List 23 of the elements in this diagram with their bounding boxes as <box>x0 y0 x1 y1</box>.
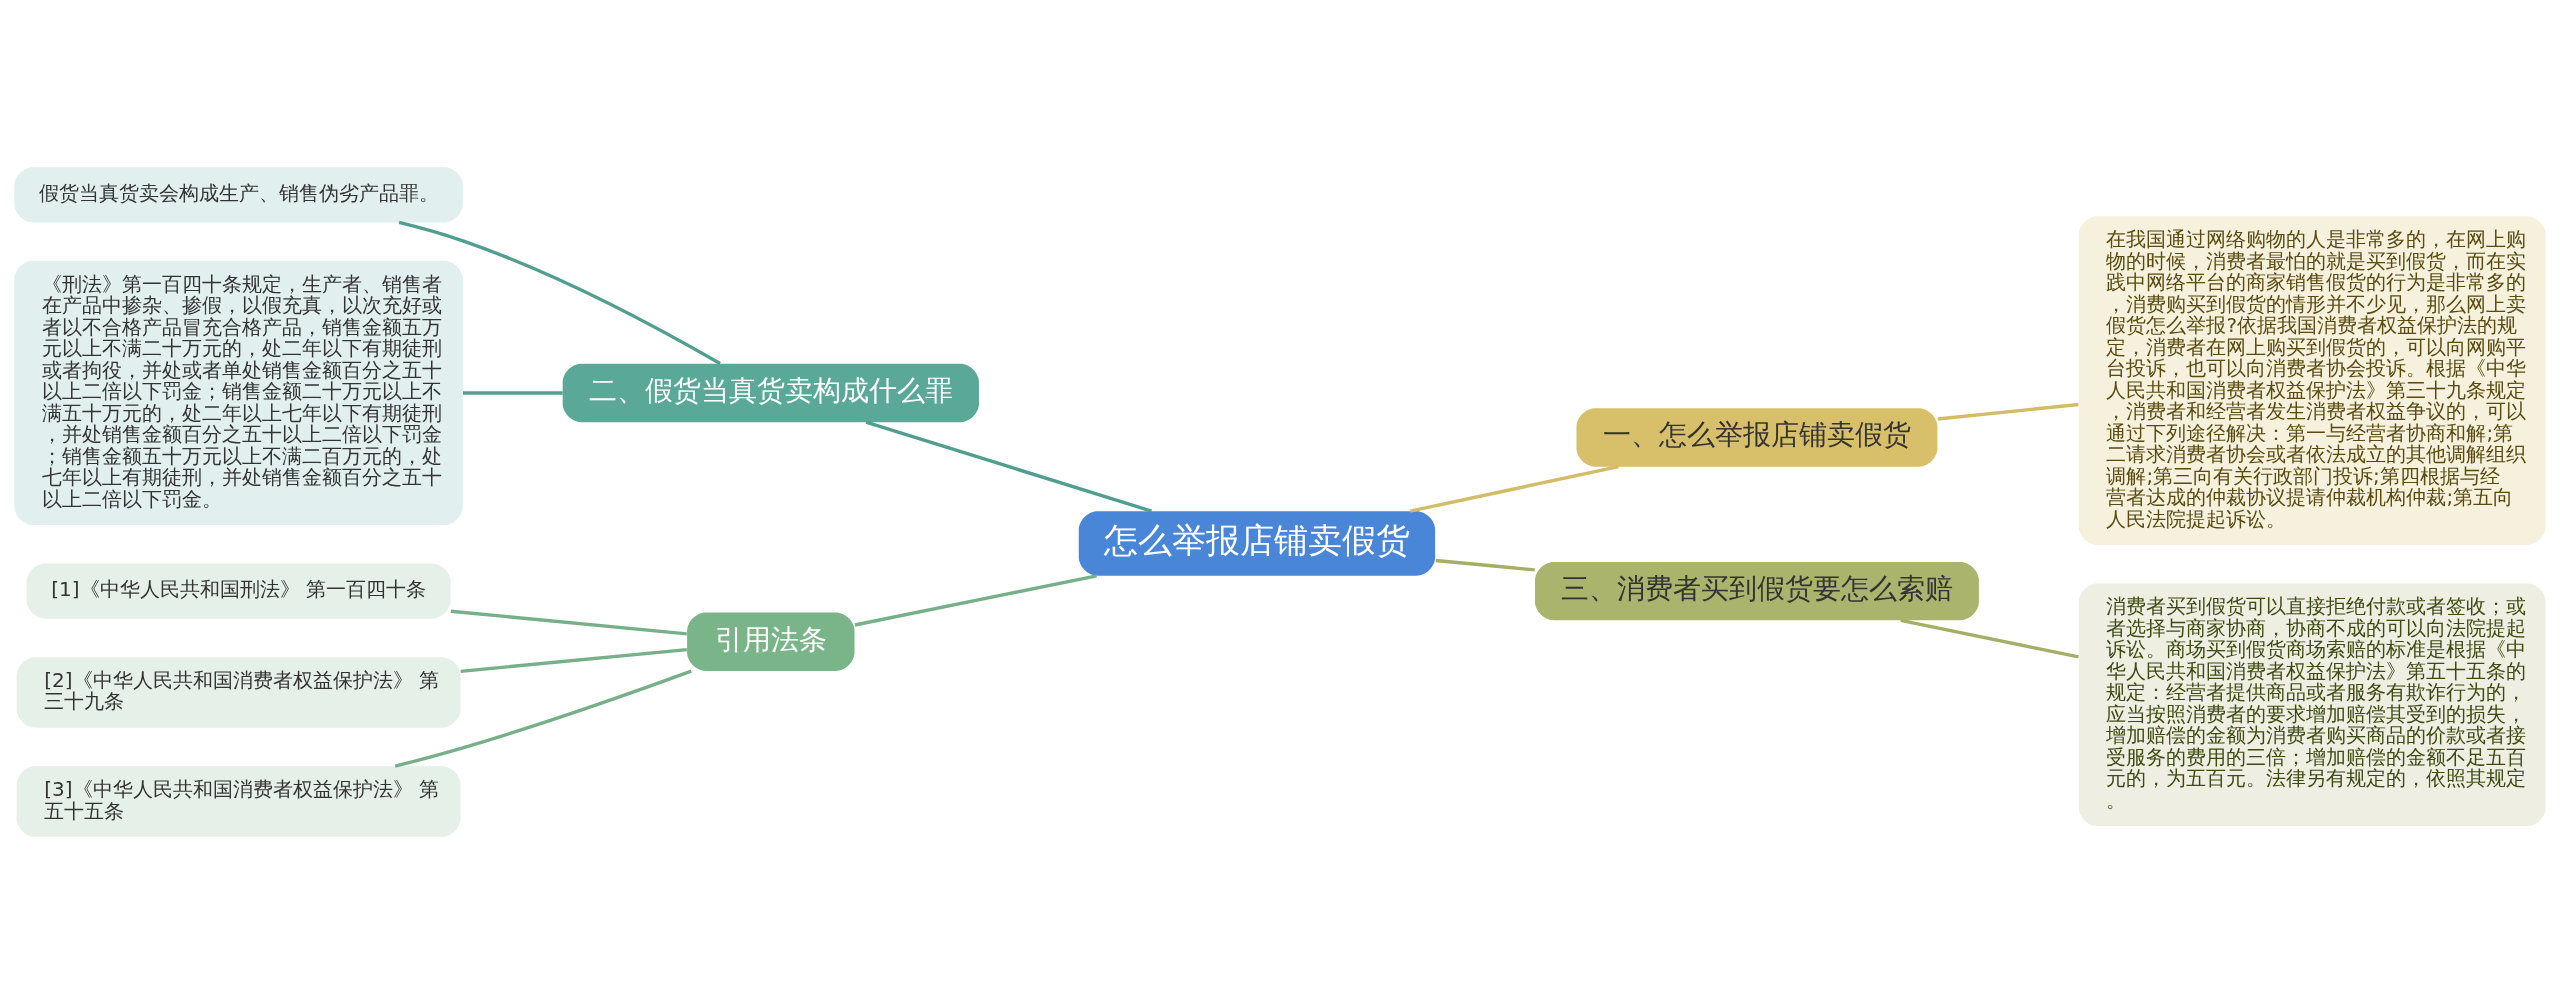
node-box: 消费者买到假货可以直接拒绝付款或者签收；或者选择与商家协商，协商不成的可以向法院提起诉讼。商场买到假货商场索赔的标准是根据《中华人民共和国消费者权益保护法》第五十五条的规定：经营者提供商品或者服务有欺诈行为的，应当按照消费者的要求增加赔偿其受到的损失，增加赔偿的金额为消费者购买商品的价款或者接受服务的费用的三倍；增加赔偿的金额不足五百元的，为五百元。法律另有规定的，依照其规定。 <box>2078 583 2546 827</box>
connector <box>1435 558 1535 572</box>
node-box: 假货当真货卖会构成生产、销售伪劣产品罪。 <box>14 167 463 223</box>
connector <box>1937 402 2079 421</box>
connector <box>854 574 1097 627</box>
connector <box>865 420 1152 513</box>
connector <box>460 648 687 673</box>
connector <box>394 669 692 768</box>
node-box: [1]《中华人民共和国刑法》 第一百四十条 <box>26 563 451 619</box>
connector <box>450 609 687 636</box>
node-box: 怎么举报店铺卖假货 <box>1078 511 1436 576</box>
node-box: 在我国通过网络购物的人是非常多的，在网上购物的时候，消费者最怕的就是买到假货，而在实践中网络平台的商家销售假货的行为是非常多的，消费购买到假货的情形并不少见，那么网上卖假货怎么举报?依据我国消费者权益保护法的规定，消费者在网上购买到假货的，可以向网购平台投诉，也可以向消费者协会投诉。根据《中华人民共和国消费者权益保护法》第三十九条规定，消费者和经营者发生消费者权益争议的，可以通过下列途径解决：第一与经营者协商和解;第二请求消费者协会或者依法成立的其他调解组织调解;第三向有关行政部门投诉;第四根据与经营者达成的仲裁协议提请仲裁机构仲裁;第五向人民法院提起诉讼。 <box>2078 216 2546 545</box>
node-box: 引用法条 <box>687 612 855 671</box>
connector <box>1900 618 2079 659</box>
node-box: 二、假货当真货卖构成什么罪 <box>562 363 979 423</box>
node-box: 三、消费者买到假货要怎么索赔 <box>1535 561 1979 621</box>
node-box: [2]《中华人民共和国消费者权益保护法》 第三十九条 <box>16 657 461 728</box>
node-box: 《刑法》第一百四十条规定，生产者、销售者在产品中掺杂、掺假，以假充真，以次充好或者以不合格产品冒充合格产品，销售金额五万元以上不满二十万元的，处二年以下有期徒刑或者拘役，并处或者单处销售金额百分之五十以上二倍以下罚金；销售金额二十万元以上不满五十万元的，处二年以上七年以下有期徒刑，并处销售金额百分之五十以上二倍以下罚金；销售金额五十万元以上不满二百万元的，处七年以上有期徒刑，并处销售金额百分之五十以上二倍以下罚金。 <box>14 260 463 526</box>
connector <box>463 391 563 395</box>
connector <box>1409 465 1619 513</box>
node-box: 一、怎么举报店铺卖假货 <box>1576 408 1938 467</box>
node-box: [3]《中华人民共和国消费者权益保护法》 第五十五条 <box>16 766 461 837</box>
connector <box>398 220 721 365</box>
